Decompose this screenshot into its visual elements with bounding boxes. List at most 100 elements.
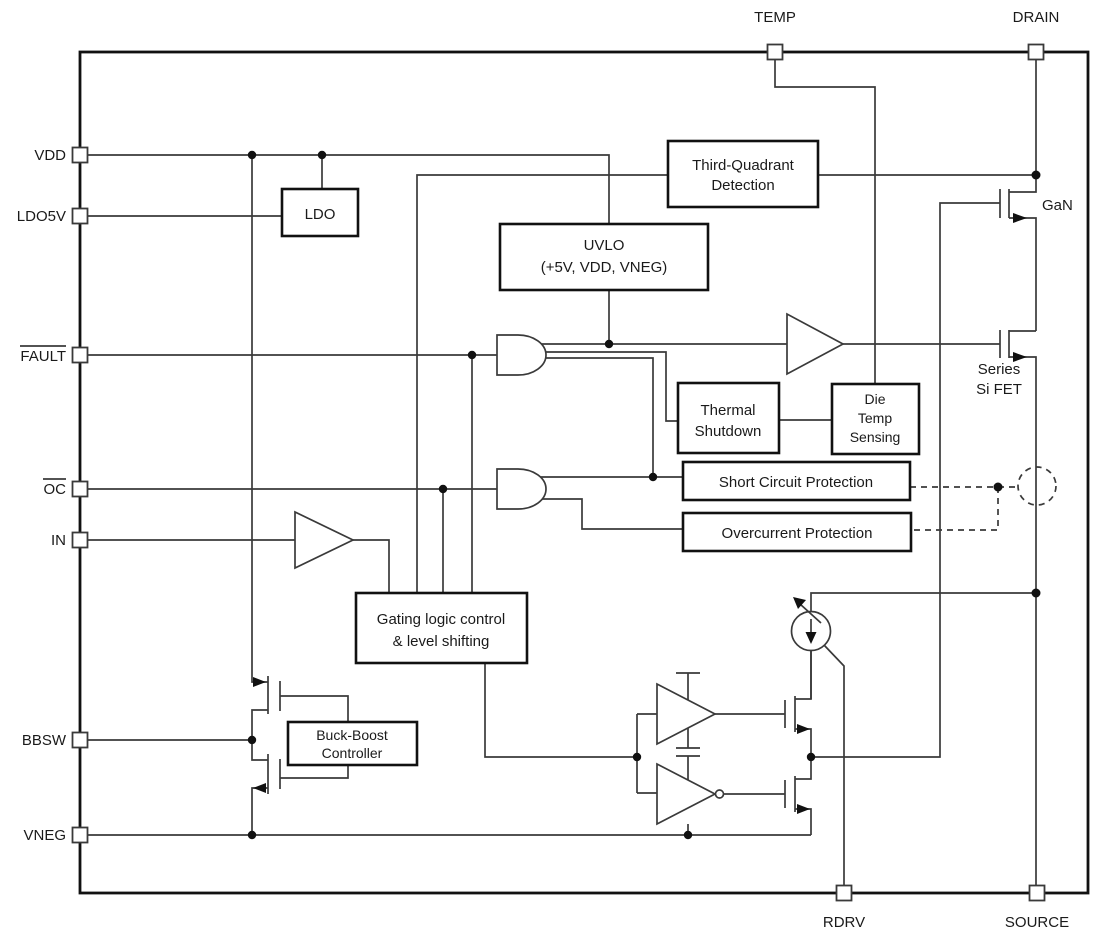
gan-label: GaN xyxy=(1042,197,1073,214)
pin-vneg xyxy=(71,826,89,844)
junction xyxy=(993,482,1003,492)
overcurrent-label: Overcurrent Protection xyxy=(722,525,873,542)
die-temp-label-3: Sensing xyxy=(850,429,901,445)
current-source-adjust-line xyxy=(799,603,822,624)
ldo-block xyxy=(280,187,360,238)
junction xyxy=(806,752,816,762)
junction xyxy=(438,484,448,494)
pin-rdrv xyxy=(835,884,853,902)
junction xyxy=(317,150,327,160)
function-blocks xyxy=(280,139,921,767)
die-temp-label-1: Die xyxy=(864,391,885,407)
series-si-label-2: Si FET xyxy=(976,381,1022,398)
wire-current-source-top xyxy=(810,592,1036,612)
junction xyxy=(648,472,658,482)
overcurrent-block xyxy=(681,511,913,553)
thermal-shutdown-label-2: Shutdown xyxy=(695,423,762,440)
gating-label-1: Gating logic control xyxy=(377,611,505,628)
pin-fault xyxy=(71,346,89,364)
pin-drain xyxy=(1027,43,1045,61)
pin-vdd xyxy=(71,146,89,164)
gan-source-arrow xyxy=(1013,213,1027,223)
pin-label-oc: OC xyxy=(44,481,67,498)
buck-boost-label-1: Buck-Boost xyxy=(316,727,388,743)
wire-supply-tick xyxy=(676,672,700,700)
short-circuit-block xyxy=(681,460,912,502)
thermal-shutdown-block xyxy=(676,381,781,455)
sifet-gate-driver-buffer xyxy=(786,312,845,376)
third-quadrant-label-1: Third-Quadrant xyxy=(692,157,795,174)
junction xyxy=(1031,170,1041,180)
pin-in xyxy=(71,531,89,549)
lower-driver-inverter xyxy=(656,762,717,826)
buck-boost-block xyxy=(286,720,419,767)
pin-oc xyxy=(71,480,89,498)
wire-vdd xyxy=(80,154,610,224)
current-sense-circle xyxy=(1017,466,1057,506)
pin-ldo5v xyxy=(71,207,89,225)
buck-boost-label-2: Controller xyxy=(322,745,383,761)
pin-label-vdd: VDD xyxy=(34,147,66,164)
junction xyxy=(683,830,693,840)
wire-bb-gate-bottom xyxy=(280,765,349,779)
wire-lower-fet xyxy=(784,757,812,835)
wire-driver-to-gan-gate xyxy=(811,202,1000,758)
upper-driver-buffer xyxy=(656,682,717,746)
and-gate-fault xyxy=(496,334,547,376)
die-temp-label-2: Temp xyxy=(858,410,892,426)
wire-upper-fet xyxy=(784,650,812,757)
bb-bottom-fet-arrow xyxy=(253,783,266,793)
junction xyxy=(247,735,257,745)
wire-rdrv xyxy=(823,644,845,894)
thermal-shutdown-label-1: Thermal xyxy=(700,402,755,419)
wire-and2-overcurrent xyxy=(538,498,683,530)
wire-overcurrent-sense xyxy=(911,487,999,531)
bb-top-fet-arrow xyxy=(253,677,266,687)
third-quadrant-label-2: Detection xyxy=(711,177,774,194)
pin-label-ldo5v: LDO5V xyxy=(17,208,66,225)
series-si-label-1: Series xyxy=(978,361,1021,378)
uvlo-label-2: (+5V, VDD, VNEG) xyxy=(541,259,668,276)
die-temp-block xyxy=(830,382,921,456)
and-gate-oc xyxy=(496,468,547,510)
junction-dots xyxy=(247,150,1041,840)
pin-label-fault: FAULT xyxy=(20,348,66,365)
pin-label-temp: TEMP xyxy=(754,9,796,26)
wire-and1-thermal xyxy=(538,351,678,422)
fet-arrows xyxy=(253,213,1027,814)
junction xyxy=(604,339,614,349)
upper-driver-fet-arrow xyxy=(797,724,810,734)
ldo-label: LDO xyxy=(305,206,336,223)
labels: VDD LDO5V FAULT OC IN BBSW VNEG TEMP DRA… xyxy=(17,9,1073,931)
third-quadrant-block xyxy=(666,139,820,209)
wire-cap-links xyxy=(676,728,700,780)
junction xyxy=(247,830,257,840)
lower-driver-fet-arrow xyxy=(797,804,810,814)
wire-and1-shortcircuit xyxy=(538,357,654,477)
junction xyxy=(1031,588,1041,598)
sifet-source-arrow xyxy=(1013,352,1027,362)
pin-label-source: SOURCE xyxy=(1005,914,1069,931)
pin-label-rdrv: RDRV xyxy=(823,914,865,931)
wire-drain xyxy=(1009,52,1037,193)
wires xyxy=(80,52,1037,894)
logic-shapes xyxy=(294,312,1057,826)
junction xyxy=(467,350,477,360)
wire-bb-fet-bars xyxy=(267,676,281,794)
inverter-bubble xyxy=(714,789,725,799)
gating-logic-block xyxy=(354,591,529,665)
uvlo-block xyxy=(498,222,710,292)
pin-bbsw xyxy=(71,731,89,749)
package-pins xyxy=(71,43,1046,902)
uvlo-label-1: UVLO xyxy=(584,237,625,254)
pin-label-drain: DRAIN xyxy=(1013,9,1060,26)
pin-label-in: IN xyxy=(51,532,66,549)
short-circuit-label: Short Circuit Protection xyxy=(719,474,873,491)
pin-label-bbsw: BBSW xyxy=(22,732,67,749)
pin-temp xyxy=(766,43,784,61)
in-buffer xyxy=(294,510,355,570)
wire-gating-out xyxy=(484,663,637,758)
wire-inbuf-out xyxy=(353,539,390,593)
